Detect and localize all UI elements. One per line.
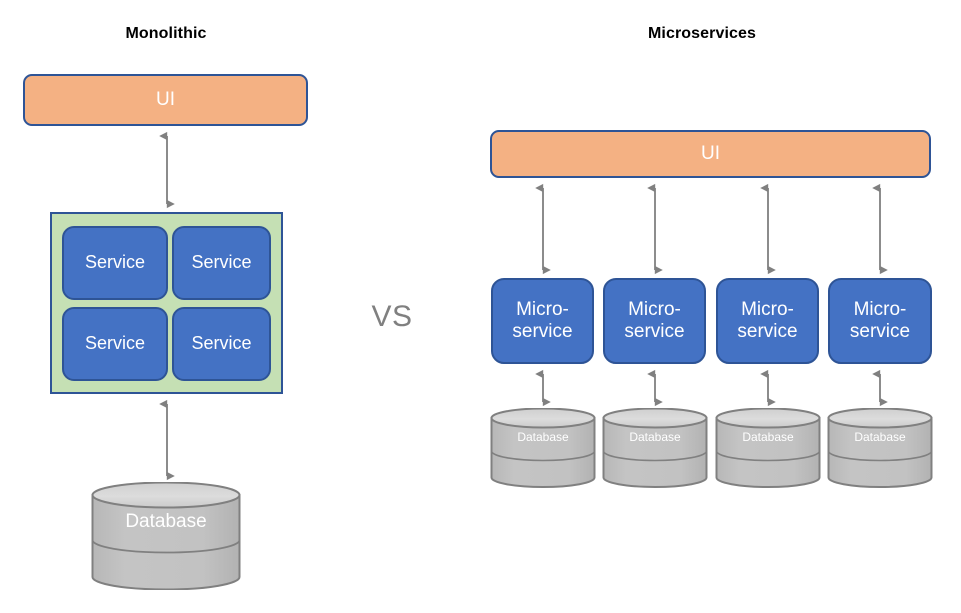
microservice-box[interactable]: Micro- service <box>828 278 932 364</box>
microservice-label-line2: service <box>849 321 911 342</box>
microservice-label-line2: service <box>512 321 573 342</box>
microservice-label-line2: service <box>737 321 798 342</box>
monolithic-ui-label: UI <box>156 88 175 110</box>
service-label: Service <box>191 252 252 273</box>
microservice-box[interactable]: Micro- service <box>716 278 819 364</box>
connector-ui-to-microservice-1 <box>535 178 551 280</box>
connector-monolith-ui-to-container <box>159 126 175 214</box>
microservices-section-title: Microservices <box>647 25 757 42</box>
service-box[interactable]: Service <box>172 226 271 300</box>
microservice-database-cylinder[interactable]: Database <box>490 408 596 488</box>
microservice-label-line1: Micro- <box>516 299 569 321</box>
microservice-label-line2: service <box>624 321 685 342</box>
connector-microservice-1-to-database-1 <box>535 364 551 412</box>
microservice-database-cylinder[interactable]: Database <box>602 408 708 488</box>
microservice-database-label: Database <box>742 430 794 444</box>
service-label: Service <box>84 252 146 273</box>
service-label: Service <box>191 333 252 354</box>
vs-separator-label: VS <box>371 300 413 333</box>
monolith-database-cylinder[interactable]: Database <box>91 482 241 590</box>
microservice-database-cylinder[interactable]: Database <box>827 408 933 488</box>
connector-microservice-4-to-database-4 <box>872 364 888 412</box>
microservice-database-label: Database <box>517 430 569 444</box>
service-box[interactable]: Service <box>172 307 271 381</box>
monolithic-section-title: Monolithic <box>125 25 207 42</box>
connector-microservice-3-to-database-3 <box>760 364 776 412</box>
service-label: Service <box>84 333 146 354</box>
service-box[interactable]: Service <box>62 307 168 381</box>
connector-monolith-container-to-database <box>159 394 175 486</box>
connector-ui-to-microservice-3 <box>760 178 776 280</box>
connector-ui-to-microservice-4 <box>872 178 888 280</box>
microservice-database-cylinder[interactable]: Database <box>715 408 821 488</box>
microservice-label-line1: Micro- <box>741 299 794 321</box>
service-box[interactable]: Service <box>62 226 168 300</box>
connector-ui-to-microservice-2 <box>647 178 663 280</box>
microservice-database-label: Database <box>629 430 681 444</box>
monolith-database-label: Database <box>125 511 207 532</box>
monolithic-ui-box[interactable]: UI <box>23 74 308 126</box>
microservice-box[interactable]: Micro- service <box>491 278 594 364</box>
microservice-label-line1: Micro- <box>853 299 907 321</box>
microservices-ui-label: UI <box>701 142 720 164</box>
microservice-label-line1: Micro- <box>628 299 681 321</box>
microservices-ui-box[interactable]: UI <box>490 130 931 178</box>
microservice-database-label: Database <box>854 430 906 444</box>
microservice-box[interactable]: Micro- service <box>603 278 706 364</box>
connector-microservice-2-to-database-2 <box>647 364 663 412</box>
